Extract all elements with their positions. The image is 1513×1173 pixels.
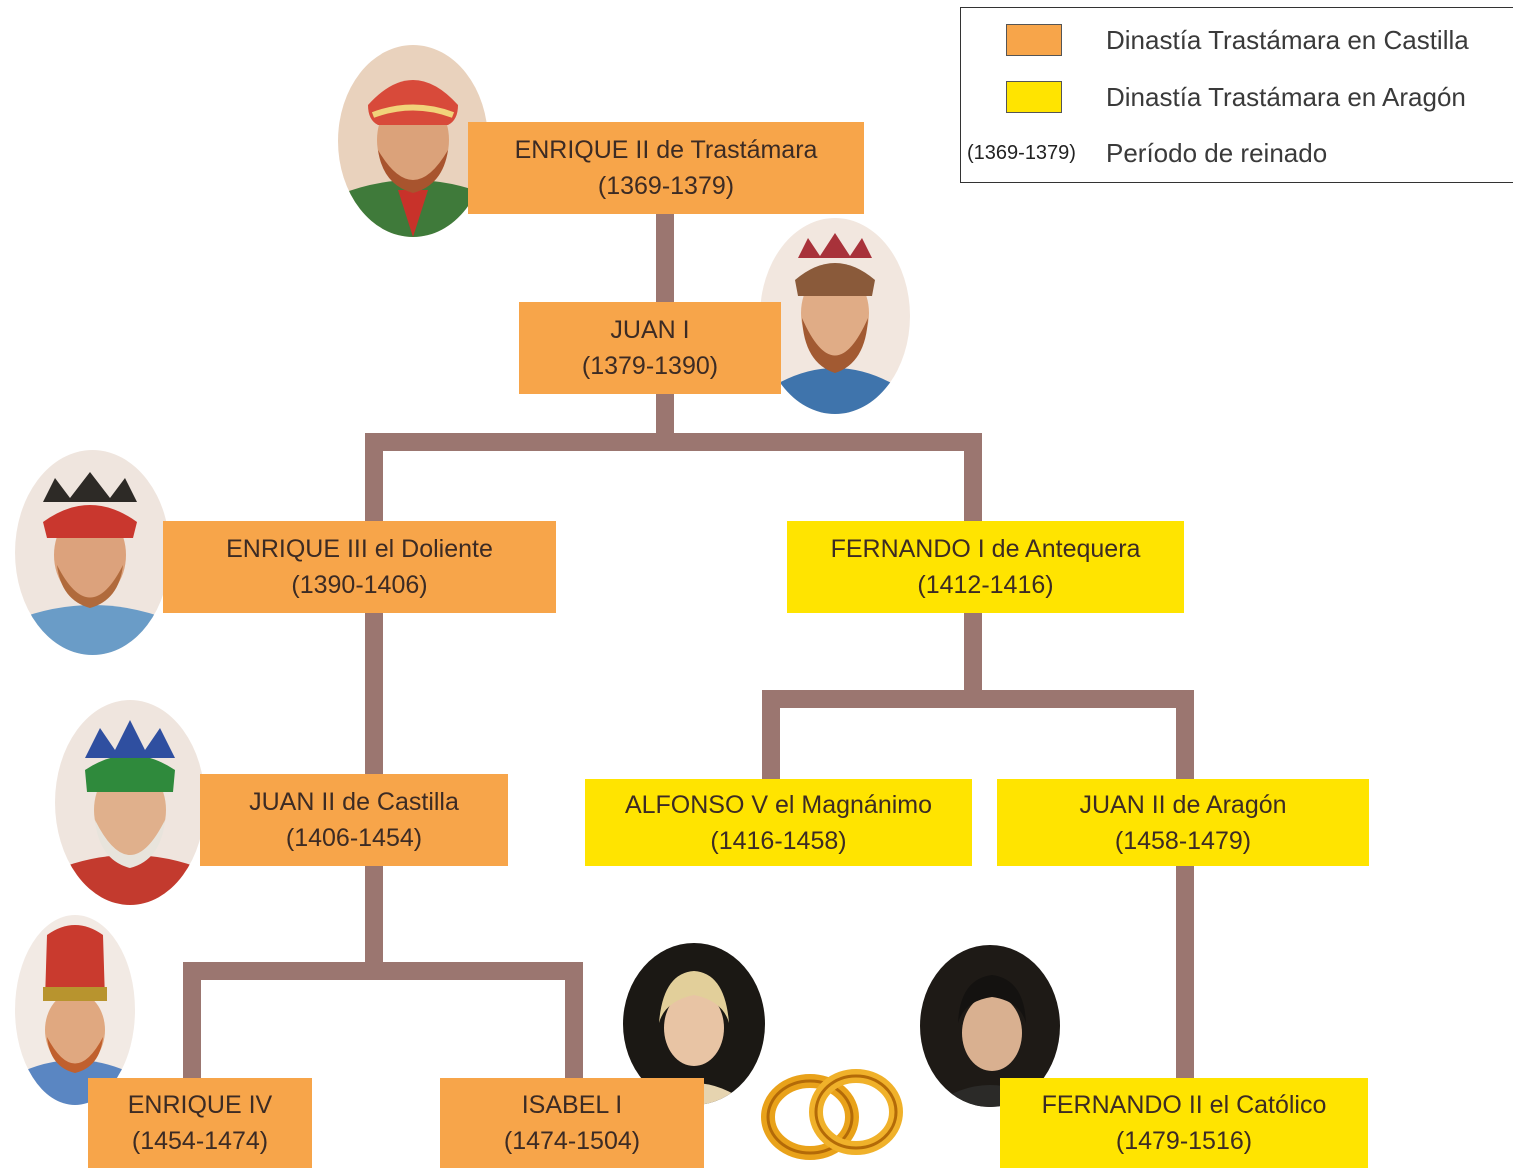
connector-juan-ii-castilla-branch bbox=[183, 962, 583, 980]
node-enrique-iii: ENRIQUE III el Doliente (1390-1406) bbox=[163, 521, 556, 613]
node-name: JUAN II de Aragón bbox=[1079, 790, 1287, 819]
legend-swatch-aragon bbox=[1006, 81, 1062, 113]
node-fernando-ii: FERNANDO II el Católico (1479-1516) bbox=[1000, 1078, 1368, 1168]
connector-juan-ii-aragon-fernando-ii bbox=[1176, 866, 1194, 1080]
node-period: (1479-1516) bbox=[1115, 1127, 1253, 1155]
node-period: (1379-1390) bbox=[581, 352, 719, 380]
node-period: (1416-1458) bbox=[710, 826, 847, 855]
legend-label-castilla: Dinastía Trastámara en Castilla bbox=[1106, 25, 1469, 55]
legend-label-aragon: Dinastía Trastámara en Aragón bbox=[1106, 82, 1466, 112]
node-fernando-i: FERNANDO I de Antequera (1412-1416) bbox=[787, 521, 1184, 613]
portrait-juan-ii-castilla bbox=[55, 700, 205, 905]
legend-period-example: (1369-1379) bbox=[967, 142, 1076, 164]
connector-to-juan-ii-aragon bbox=[1176, 690, 1194, 780]
node-juan-ii-castilla: JUAN II de Castilla (1406-1454) bbox=[200, 774, 508, 866]
connector-enrique-ii-juan-i bbox=[656, 212, 674, 307]
connector-fernando-i-stem bbox=[964, 612, 982, 697]
connector-to-isabel-i bbox=[565, 962, 583, 1080]
node-period: (1474-1504) bbox=[503, 1127, 641, 1155]
node-name: JUAN II de Castilla bbox=[249, 788, 459, 816]
node-name: ENRIQUE III el Doliente bbox=[226, 535, 493, 563]
legend-swatch-castilla bbox=[1006, 24, 1062, 56]
connector-to-alfonso-v bbox=[762, 690, 780, 780]
connector-juan-ii-castilla-stem bbox=[365, 866, 383, 966]
legend: Dinastía Trastámara en Castilla Dinastía… bbox=[960, 7, 1513, 183]
portrait-enrique-ii bbox=[338, 45, 488, 237]
node-juan-i: JUAN I (1379-1390) bbox=[519, 302, 781, 394]
connector-to-enrique-iv bbox=[183, 962, 201, 1080]
node-enrique-iv: ENRIQUE IV (1454-1474) bbox=[88, 1078, 312, 1168]
node-period: (1458-1479) bbox=[1114, 826, 1252, 855]
node-name: ENRIQUE II de Trastámara bbox=[514, 136, 818, 164]
wedding-rings-icon bbox=[752, 1062, 912, 1168]
connector-to-enrique-iii bbox=[365, 433, 383, 521]
connector-to-fernando-i bbox=[964, 433, 982, 521]
node-isabel-i: ISABEL I (1474-1504) bbox=[440, 1078, 704, 1168]
portrait-juan-i bbox=[760, 218, 910, 414]
node-enrique-ii: ENRIQUE II de Trastámara (1369-1379) bbox=[468, 122, 864, 214]
portrait-enrique-iv bbox=[15, 915, 135, 1105]
connector-juan-i-branch bbox=[365, 433, 982, 451]
legend-period-label: Período de reinado bbox=[1106, 138, 1328, 168]
node-period: (1454-1474) bbox=[131, 1127, 269, 1155]
connector-enrique-iii-juan-ii bbox=[365, 612, 383, 775]
node-juan-ii-aragon: JUAN II de Aragón (1458-1479) bbox=[997, 779, 1369, 866]
node-name: ISABEL I bbox=[521, 1091, 623, 1119]
node-alfonso-v: ALFONSO V el Magnánimo (1416-1458) bbox=[585, 779, 972, 866]
portrait-enrique-iii bbox=[15, 450, 170, 655]
connector-fernando-i-branch bbox=[762, 690, 1194, 708]
node-name: ALFONSO V el Magnánimo bbox=[624, 790, 933, 819]
node-period: (1369-1379) bbox=[597, 172, 735, 200]
node-name: JUAN I bbox=[610, 316, 690, 344]
node-name: FERNANDO I de Antequera bbox=[830, 535, 1141, 563]
node-period: (1390-1406) bbox=[291, 571, 428, 599]
node-name: FERNANDO II el Católico bbox=[1041, 1091, 1327, 1119]
node-name: ENRIQUE IV bbox=[127, 1091, 273, 1119]
node-period: (1406-1454) bbox=[285, 824, 423, 852]
node-period: (1412-1416) bbox=[917, 571, 1054, 599]
connector-juan-i-stem bbox=[656, 392, 674, 442]
